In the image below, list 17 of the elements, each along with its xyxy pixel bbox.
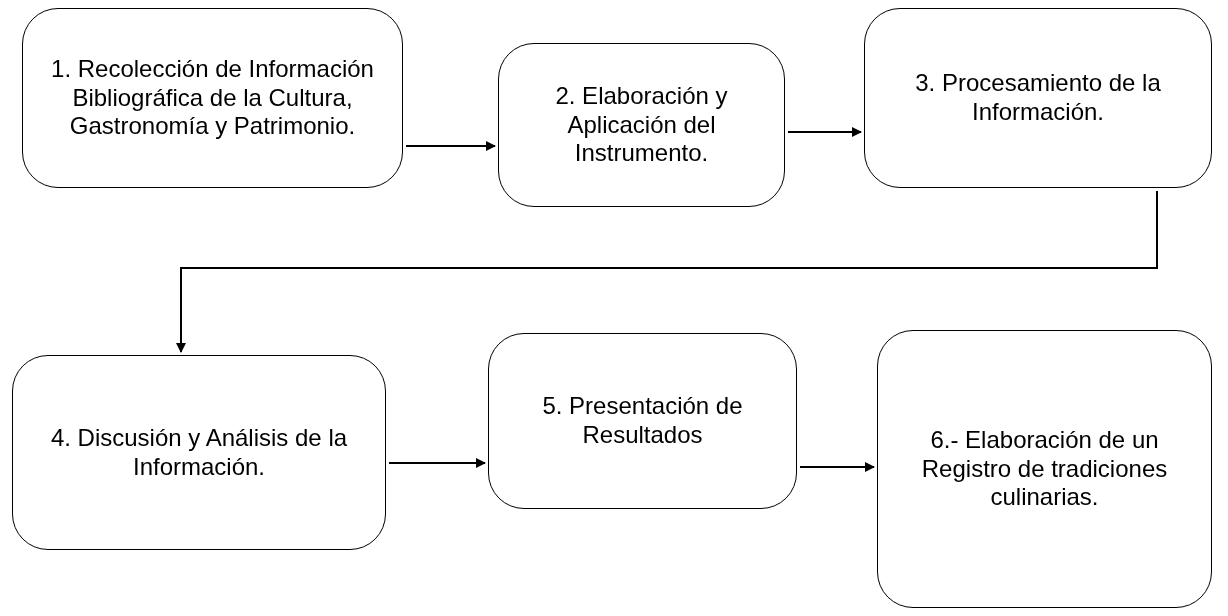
process-box: [498, 43, 785, 207]
arrow: [787, 127, 862, 137]
step-text: 2. Elaboración y Aplicación del Instrumento.: [554, 81, 729, 169]
process-box: [488, 333, 797, 509]
arrow: [799, 462, 875, 472]
process-box: [877, 330, 1212, 608]
process-box: [864, 8, 1212, 188]
arrow: [388, 458, 486, 468]
process-box: [12, 355, 386, 550]
step-text: 6.- Elaboración de un Registro de tradiciones culinarias.: [920, 425, 1169, 513]
step-text: 5. Presentación de Resultados: [541, 392, 744, 450]
process-box: [22, 8, 403, 188]
arrow: [176, 190, 1158, 353]
step-text: 4. Discusión y Análisis de la Información.: [49, 423, 349, 482]
step-text: 1. Recolección de Información Bibliográfica de la Cultura, Gastronomía y Patrimonio.: [50, 54, 375, 142]
arrow: [405, 141, 496, 151]
step-text: 3. Procesamiento de la Información.: [914, 69, 1162, 127]
